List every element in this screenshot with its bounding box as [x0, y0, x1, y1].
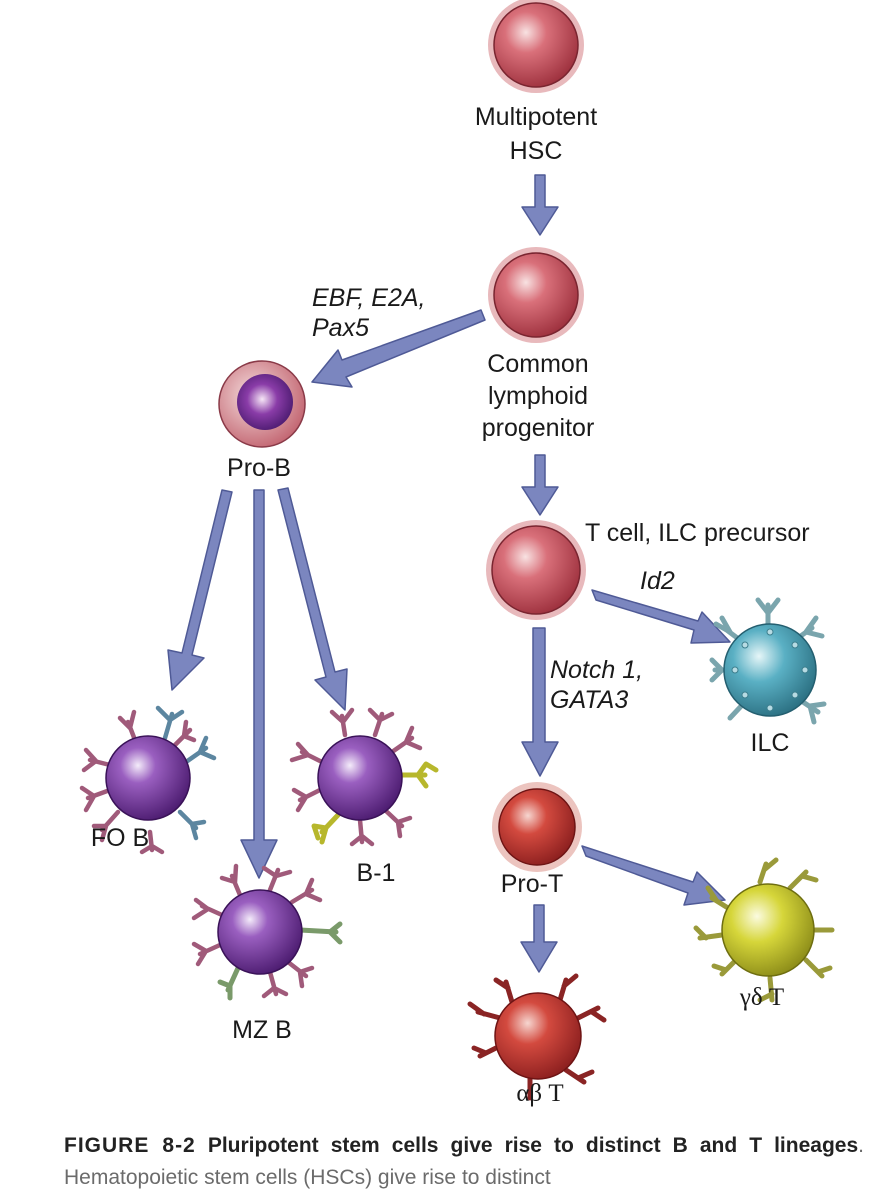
- arrow-tprecursor-ilc: [591, 589, 731, 644]
- mz-b-label: MZ B: [232, 1016, 292, 1044]
- mz-b-cell: [191, 863, 343, 1001]
- fo-b-label: FO B: [90, 824, 150, 852]
- lineage-diagram: [79, 0, 835, 1101]
- arrow-prot-gdt: [581, 845, 726, 906]
- ilc-label: ILC: [750, 729, 790, 757]
- t-ilc-precursor-cell: [486, 520, 586, 620]
- hsc-label: Multipotent HSC: [474, 103, 598, 165]
- arrow-tprecursor-prot: [521, 627, 559, 777]
- t-lineage-factors-label: Notch 1, GATA3: [550, 656, 644, 714]
- clp-cell: [488, 247, 584, 343]
- arrow-hsc-clp: [521, 174, 559, 236]
- ilc-cell: [709, 597, 827, 725]
- figure-caption-text: . Hematopoietic stem cells (HSCs) give r…: [64, 1134, 864, 1189]
- pro-t-cell: [492, 782, 582, 872]
- arrow-prot-abt: [520, 904, 558, 973]
- arrow-clp-prob: [311, 309, 486, 388]
- fo-b-cell: [79, 705, 217, 855]
- ilc-factor-label: Id2: [640, 567, 675, 595]
- b-lineage-factors-label: EBF, E2A, Pax5: [312, 284, 426, 342]
- clp-label: Common lymphoid progenitor: [481, 350, 595, 442]
- pro-b-cell: [218, 360, 306, 448]
- figure-number: FIGURE 8-2: [64, 1134, 196, 1157]
- pro-t-label: Pro-T: [500, 870, 564, 898]
- arrow-prob-fob: [167, 489, 233, 691]
- ab-t-label: αβ T: [516, 1080, 564, 1107]
- ab-t-cell: [467, 973, 607, 1101]
- figure-title: Pluripotent stem cells give rise to dist…: [207, 1134, 859, 1157]
- gd-t-label: γδ T: [739, 984, 785, 1011]
- arrow-prob-mzb: [240, 489, 278, 879]
- hsc-cell: [488, 0, 584, 93]
- figure-caption: FIGURE 8-2 Pluripotent stem cells give r…: [64, 1130, 864, 1194]
- arrow-prob-b1: [277, 487, 348, 711]
- pro-b-label: Pro-B: [227, 454, 291, 482]
- gd-t-cell: [693, 857, 835, 1003]
- t-ilc-precursor-label: T cell, ILC precursor: [585, 519, 810, 547]
- arrow-clp-tprecursor: [521, 454, 559, 516]
- b1-cell: [289, 707, 439, 847]
- b1-label: B-1: [356, 859, 396, 887]
